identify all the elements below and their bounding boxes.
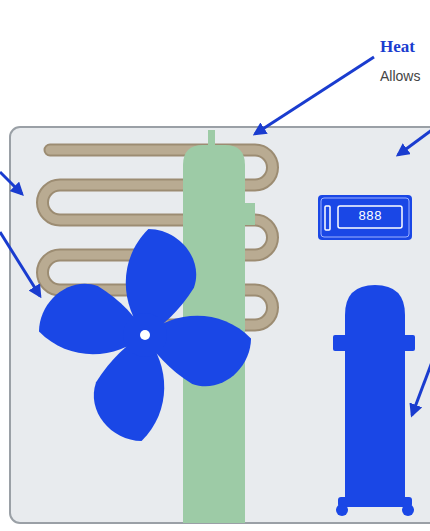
fan — [36, 226, 254, 444]
controller — [318, 195, 412, 240]
callout-title: Heat — [380, 37, 415, 57]
callout-text: Allows — [380, 68, 420, 85]
leader-arrows — [0, 57, 430, 415]
housing-panel — [10, 127, 430, 523]
compressor — [333, 285, 415, 516]
display-digits: 888 — [358, 209, 381, 225]
